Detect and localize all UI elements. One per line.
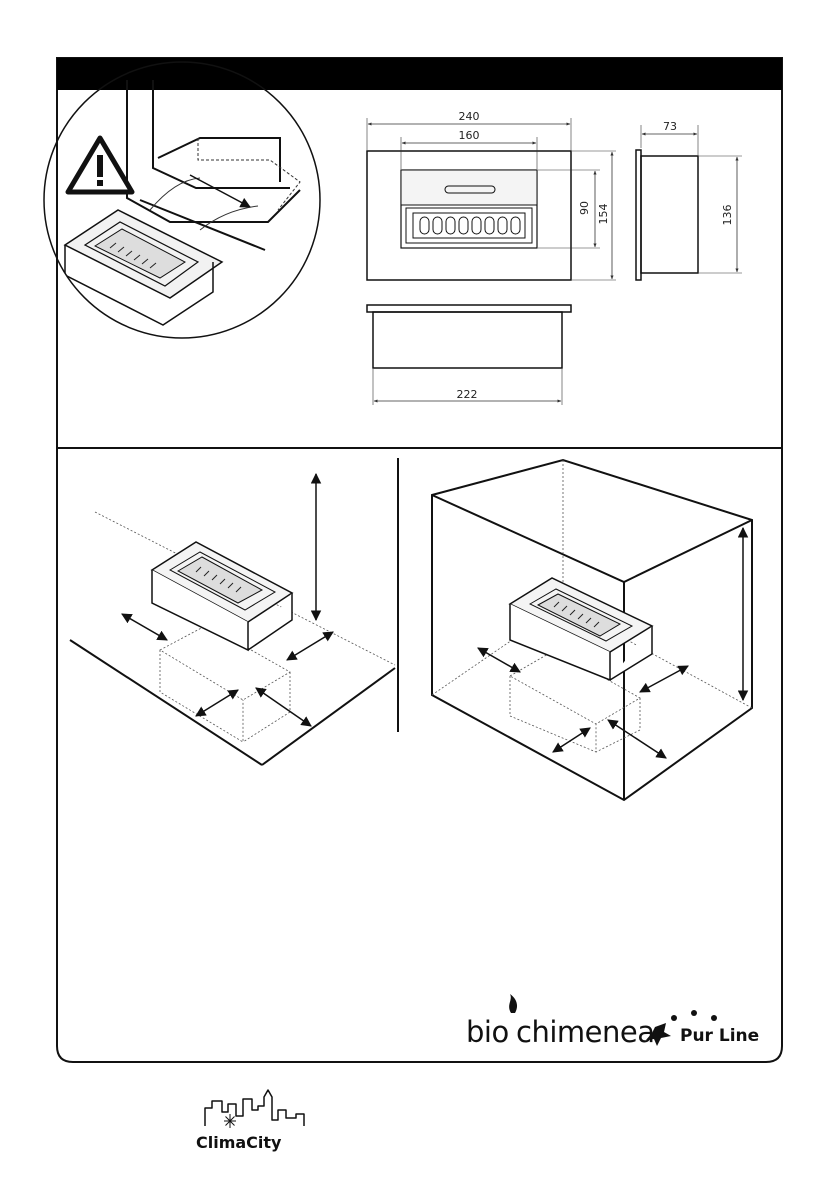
dim-side-height: 136 xyxy=(721,205,734,226)
clearance-diagram-left xyxy=(70,458,398,765)
biochimenea-logo: bio chimenea xyxy=(466,994,654,1049)
flame-icon xyxy=(509,994,517,1013)
climacity-logo: ClimaCity xyxy=(196,1090,304,1152)
warning-icon xyxy=(68,138,132,192)
biochimenea-logo-text-bio: bio xyxy=(466,1015,509,1049)
dim-height-inner: 90 xyxy=(578,201,591,215)
snowflake-icon xyxy=(224,1114,236,1128)
dim-bottom-width: 222 xyxy=(457,388,478,401)
climacity-logo-text: ClimaCity xyxy=(196,1133,282,1152)
purline-logo: Pur Line xyxy=(646,1010,759,1046)
dim-depth: 73 xyxy=(663,120,677,133)
installation-zoom-circle xyxy=(44,62,320,338)
dim-width-inner: 160 xyxy=(459,129,480,142)
page-frame xyxy=(57,58,782,1062)
dim-height-outer: 154 xyxy=(597,204,610,225)
dim-width-outer: 240 xyxy=(459,110,480,123)
biochimenea-logo-text-chimenea: chimenea xyxy=(516,1015,654,1049)
clearance-diagram-right xyxy=(432,460,752,800)
side-view-drawing xyxy=(636,125,742,280)
front-view-drawing xyxy=(367,118,616,280)
purline-logo-text: Pur Line xyxy=(680,1026,759,1046)
